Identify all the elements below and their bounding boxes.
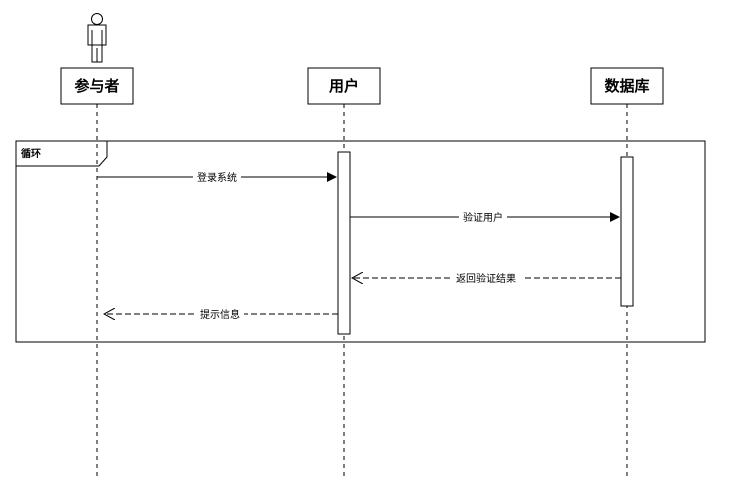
- message-verify-label: 验证用户: [463, 211, 503, 224]
- message-result-label: 返回验证结果: [456, 272, 516, 285]
- participant-actor-label: 参与者: [74, 77, 119, 95]
- participant-user: 用户: [307, 67, 381, 105]
- message-login-label: 登录系统: [197, 171, 237, 184]
- database-activation-bar: [620, 156, 634, 307]
- loop-fragment-label: 循环: [21, 147, 41, 160]
- message-login: 登录系统: [97, 171, 337, 184]
- message-prompt: 提示信息: [104, 308, 338, 321]
- participant-database: 数据库: [590, 67, 664, 105]
- user-activation-bar: [337, 151, 351, 335]
- participant-user-label: 用户: [329, 77, 359, 95]
- participant-database-label: 数据库: [604, 77, 649, 95]
- actor-icon: [87, 13, 107, 63]
- participant-actor: 参与者: [60, 67, 134, 105]
- message-prompt-label: 提示信息: [200, 308, 240, 321]
- message-verify: 验证用户: [350, 211, 620, 224]
- loop-fragment: 循环: [15, 140, 706, 343]
- message-result: 返回验证结果: [352, 272, 621, 285]
- loop-fragment-tab: [16, 140, 108, 167]
